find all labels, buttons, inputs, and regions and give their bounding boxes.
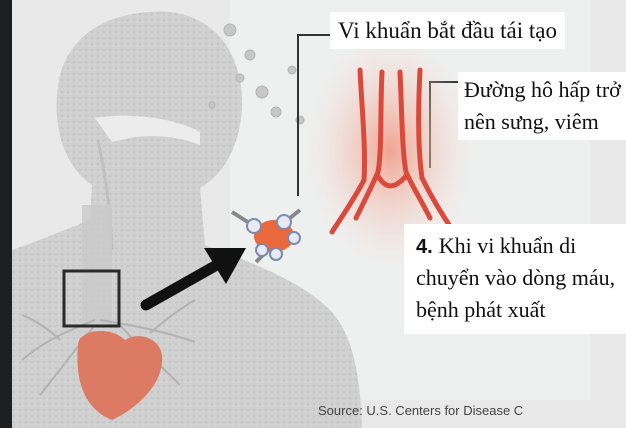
source-credit: Source: U.S. Centers for Disease C — [318, 403, 523, 418]
step-text: Khi vi khuẩn di chuyển vào dòng máu, bện… — [416, 233, 615, 322]
airway-inflamed-label: Đường hô hấp trở nên sưng, viêm — [458, 72, 626, 140]
bacteria-regrow-label: Vi khuẩn bắt đầu tái tạo — [330, 12, 565, 49]
step-4-label: 4.Khi vi khuẩn di chuyển vào dòng máu, b… — [404, 224, 626, 334]
human-silhouette — [12, 12, 362, 428]
step-number: 4. — [416, 236, 433, 258]
